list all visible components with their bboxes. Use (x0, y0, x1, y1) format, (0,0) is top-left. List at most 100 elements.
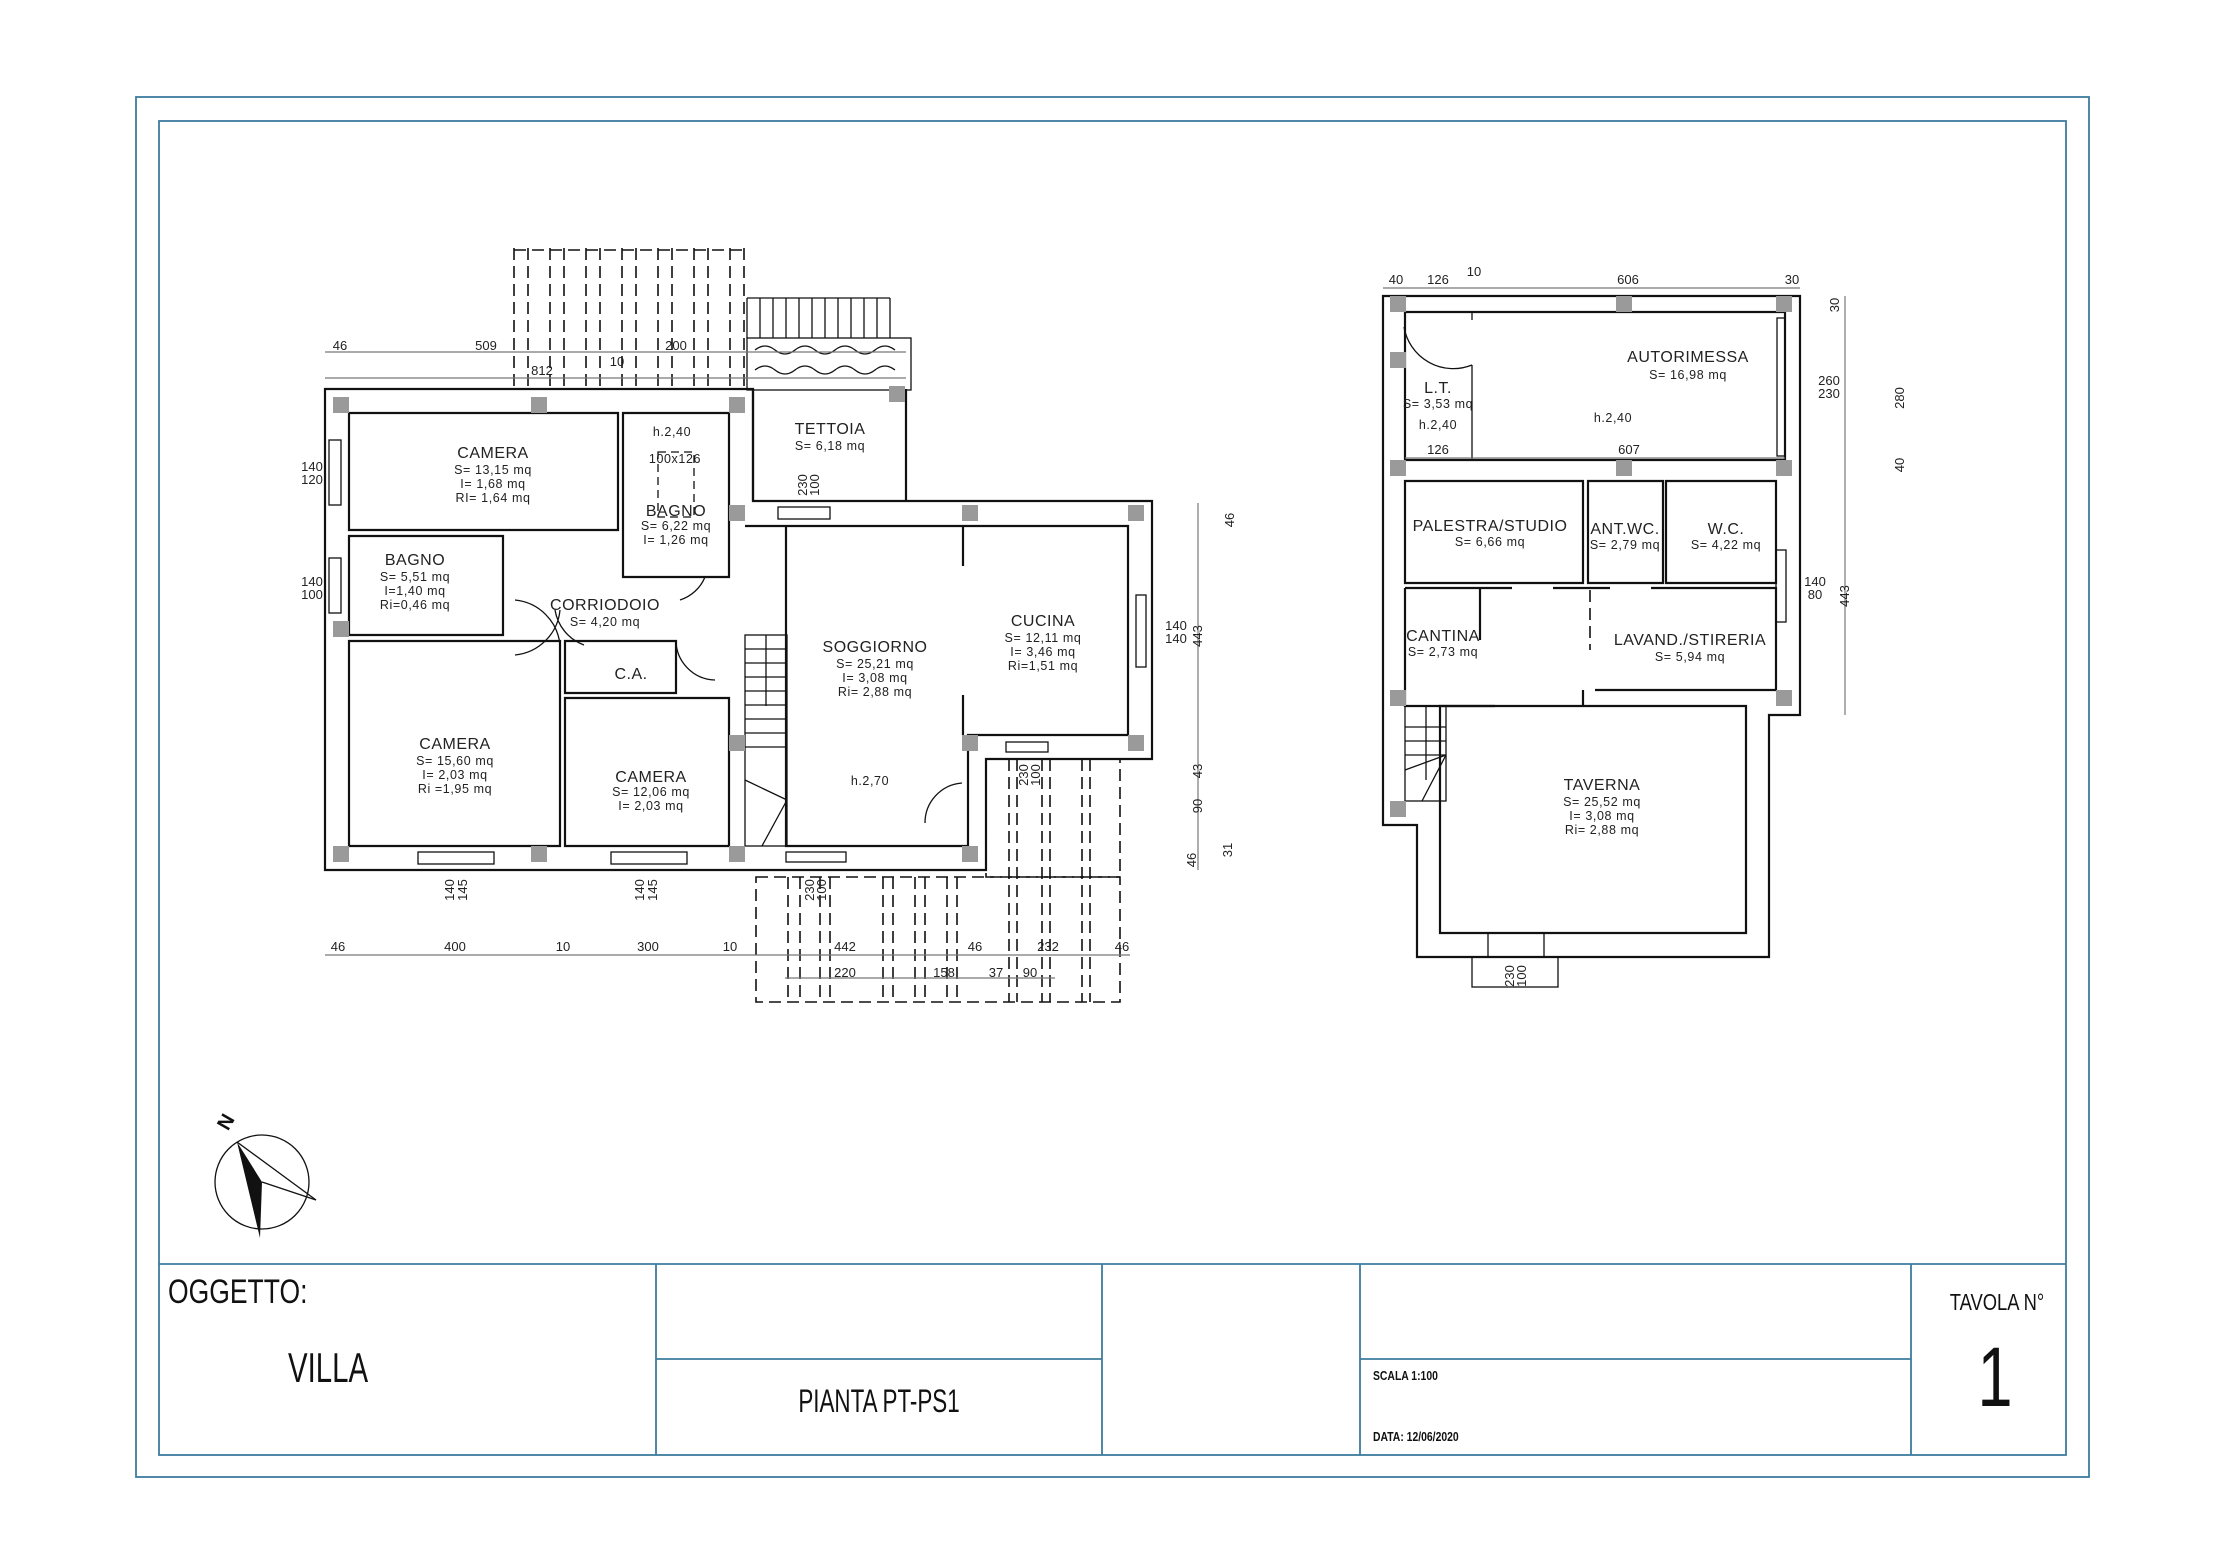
plan-line (328, 557, 342, 614)
plan-label: Ri= 2,88 mq (1565, 823, 1639, 837)
pergola-top (513, 248, 745, 390)
room-cucina-name: CUCINA (1011, 613, 1075, 630)
plan-line (755, 876, 1121, 1003)
plan-line (745, 524, 1130, 848)
plan-line (985, 758, 1121, 878)
oggetto-label: OGGETTO: (168, 1273, 307, 1311)
room-bagno-2-name: BAGNO (646, 503, 706, 520)
plan-line (1404, 706, 1447, 802)
plan-line (1586, 479, 1665, 585)
plan-line (787, 759, 1091, 1002)
date-text: DATA: 12/06/2020 (1373, 1430, 1459, 1444)
stone-paving (746, 297, 912, 391)
plan-label: 30 (1827, 298, 1842, 312)
plan-label: S= 12,06 mq (612, 785, 690, 799)
plan-line (1616, 296, 1632, 312)
room-lavanderia-name: LAVAND./STIRERIA (1614, 632, 1766, 649)
room-camera-3-name: CAMERA (615, 769, 686, 786)
plan-line (214, 1134, 310, 1230)
basement-dimensions: 40 126 10 606 30 126 607 30 280 40 443 2… (1389, 264, 1907, 987)
room-ca-name: C.A. (614, 666, 647, 683)
plan-label: 126 (1427, 442, 1449, 457)
plan-label: 90 (1190, 799, 1205, 813)
room-cantina-name: CANTINA (1406, 628, 1480, 645)
plan-line (158, 120, 2067, 1456)
basement-plan: AUTORIMESSA S= 16,98 mq h.2,40 L.T. S= 3… (1381, 264, 1907, 988)
plan-line (347, 411, 620, 532)
plan-label: I= 2,03 mq (422, 768, 487, 782)
plan-line (1487, 932, 1545, 958)
plan-label: 120 (301, 472, 323, 487)
plan-line (1616, 460, 1632, 476)
plan-line (1128, 735, 1144, 751)
basement-columns (1390, 296, 1792, 817)
plan-label: S= 6,18 mq (795, 439, 865, 453)
plan-label: 31 (1220, 843, 1235, 857)
plan-label: 442 (834, 939, 856, 954)
room-wc-name: W.C. (1708, 521, 1745, 538)
plan-label: h.2,40 (653, 425, 691, 439)
room-soggiorno-name: SOGGIORNO (823, 639, 928, 656)
plan-label: 30 (1785, 272, 1799, 287)
plan-label: Ri=1,51 mq (1008, 659, 1078, 673)
plan-label: 230 (1818, 386, 1840, 401)
plan-label: S= 5,51 mq (380, 570, 450, 584)
tavola-number: 1 (1977, 1330, 2012, 1424)
plan-line (1776, 296, 1792, 312)
plan-label: 140 (1165, 618, 1187, 633)
tavola-label: TAVOLA N° (1950, 1290, 2045, 1315)
plan-label: 100 (807, 474, 822, 496)
plan-line (531, 397, 547, 413)
plan-line (889, 386, 905, 402)
plan-label: S= 6,22 mq (641, 519, 711, 533)
scale-text: SCALA 1:100 (1373, 1369, 1438, 1383)
plan-label: 10 (556, 939, 570, 954)
room-antwc-name: ANT.WC. (1590, 521, 1659, 538)
plan-label: 100 (1514, 965, 1529, 987)
plan-label: Ri=0,46 mq (380, 598, 450, 612)
plan-label: 10 (723, 939, 737, 954)
plan-label: 300 (637, 939, 659, 954)
plan-label: S= 4,22 mq (1691, 538, 1761, 552)
plan-line (729, 397, 745, 413)
plan-line (1776, 690, 1792, 706)
plan-label: S= 15,60 mq (416, 754, 494, 768)
plan-line (333, 397, 349, 413)
ground-floor-dimensions: 46 509 200 812 10 46 400 10 300 10 442 4… (301, 338, 1237, 980)
plan-label: S= 25,21 mq (836, 657, 914, 671)
plan-line (514, 326, 1473, 824)
room-taverna-name: TAVERNA (1564, 777, 1641, 794)
plan-label: 230 (1502, 965, 1517, 987)
plan-label: 40 (1892, 458, 1907, 472)
plan-label: 200 (665, 338, 687, 353)
plan-label: Ri= 2,88 mq (838, 685, 912, 699)
plan-line (1005, 741, 1049, 753)
plan-label: 509 (475, 338, 497, 353)
staircase (744, 634, 788, 847)
plan-label: S= 25,52 mq (1563, 795, 1641, 809)
room-lt-name: L.T. (1424, 380, 1452, 397)
plan-line (1776, 317, 1786, 457)
plan-line (962, 735, 978, 751)
room-tettoia-name: TETTOIA (795, 421, 866, 438)
plan-line (237, 1142, 262, 1238)
plan-line (328, 439, 342, 506)
plan-label: N (213, 1110, 239, 1134)
plan-label: S= 16,98 mq (1649, 368, 1727, 382)
plan-line (325, 351, 1199, 979)
plan-label: 400 (444, 939, 466, 954)
plan-line (785, 851, 847, 863)
plan-label: S= 2,79 mq (1590, 538, 1660, 552)
plan-line (744, 635, 788, 847)
plan-line (1776, 460, 1792, 476)
basement-staircase (1404, 705, 1447, 802)
plan-line (729, 735, 745, 751)
plan-label: 46 (1115, 939, 1129, 954)
plan-label: I= 3,08 mq (1569, 809, 1634, 823)
plan-label: 10 (610, 354, 624, 369)
plan-line (962, 846, 978, 862)
plan-line (729, 505, 745, 521)
ground-floor-plan: CAMERA S= 13,15 mq I= 1,68 mq RI= 1,64 m… (301, 248, 1473, 1003)
plan-line (1403, 310, 1787, 462)
plan-label: I= 3,46 mq (1010, 645, 1075, 659)
